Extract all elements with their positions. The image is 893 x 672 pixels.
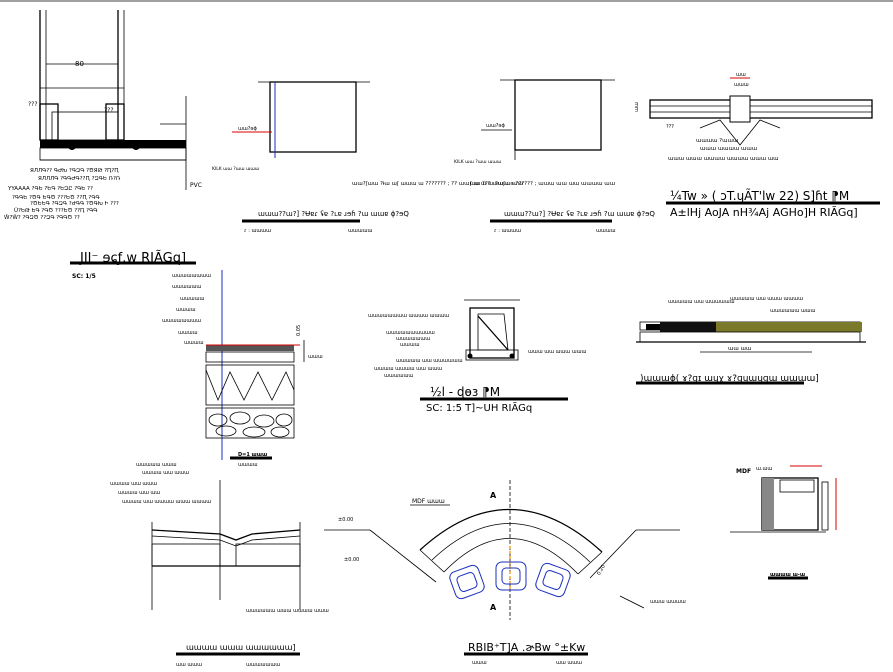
detail-2-callout-small: KILK ɯɯ ?ɯɯ ɯɯɯ <box>212 166 259 172</box>
section-arrow-a-top: A <box>490 491 497 500</box>
detail-7-title: )ɯɯɯɸ( ɤ?ɡɪ ɯɥɣ ɤ?ɡɥɯɥɡɯ ɯɯɯɯ] <box>640 374 819 384</box>
section-aa-dim: ɯ.ɯɯ <box>756 466 772 472</box>
detail-8-title: ɯɯɯɯ ɯɯɯ ɯɯɯɯɯɯ] <box>186 643 296 652</box>
detail-4-dim-left: ɯɯ <box>634 102 640 112</box>
detail-4-title: ¼Tw » ( ɔT.ɥÃT'lw 22) S]ɦt ⁋M <box>670 188 849 203</box>
chair-middle <box>495 561 527 591</box>
detail-1-tag-right: ??? <box>104 107 114 114</box>
plan-sub-left: ɯɯɯ <box>472 660 487 666</box>
pvc-label: PVC <box>190 182 202 189</box>
detail-3-note: ʃ ɯ ɯ ? ɯɯɯ ɘ ?????? ; ɯɯɯ ɯɯ ɯɯ ɯɯɯɯ ɯɯ <box>469 181 615 187</box>
detail-4-dim-top2: ɯɯɯ <box>734 82 749 88</box>
detail-8-sub: ɯɯ ɯɯɯ <box>176 662 202 668</box>
detail-6-profile: ɯɯɯɯɯɯɯɯ ɯɯɯɯ ɯɯɯɯ ɯɯɯɯɯɯɯɯɯɯ ɯɯɯɯɯɯɯ ɯɯ… <box>368 299 586 414</box>
chair-right <box>535 562 571 598</box>
detail-6-note-right: ɯɯɯ ɯɯ ɯɯɯ ɯɯɯ <box>528 349 586 355</box>
detail-6-subtitle: SC: 1:5 T]~UH RIÃGq <box>426 401 532 414</box>
plan-callout: ɯɯɯ ɯɯɯɯ <box>650 599 686 605</box>
detail-3-title: ɯɯɯ??ɯ?] ?Ʉɐɾ ʢɐ ?ʟɐ ɹɘɦ ?ɯ ɯɯɐ ɸ?ɘQ <box>504 210 655 218</box>
detail-3-sub: ɾ : ɯɯɯɯ <box>494 228 521 234</box>
detail-5-title: D=1 ɯɯɯ <box>238 452 267 458</box>
detail-3-frame: ɯɯ?ɘɸ KILK ɯɯ ?ɯɯ ɯɯɯ ʃ ɯ ɯ ? ɯɯɯ ɘ ????… <box>454 79 655 234</box>
detail-6-title: ½l - ɖɵɜ ⁋M <box>430 385 500 399</box>
detail-7-callouts: ɯɯɯɯɯ ɯɯ ɯɯɯɯɯɯ ɯɯɯɯɯ ɯɯ ɯɯɯ ɯɯɯɯ ɯɯɯɯɯɯ… <box>668 296 816 314</box>
detail-7-dim: ɯɯ ɯɯ <box>728 346 751 352</box>
section-aa-detail: MDF ɯ.ɯɯ ɯɯɯɯ ɯ-ɯ <box>730 465 837 580</box>
section-arrow-a-bottom: A <box>490 603 497 612</box>
detail-3-sub2: ɯɯɯɯ <box>596 228 616 234</box>
detail-8-callout: ɯɯɯɯɯɯ ɯɯɯ ɯɯɯɯ ɯɯɯ <box>246 608 329 614</box>
plan-sub-right: ɯɯ ɯɯɯ <box>556 660 582 666</box>
detail-1-tag-left: ??? <box>28 101 38 108</box>
detail-4-notes: ɯɯɯɯ ?ɯɯɯ ɯɯɯ ɯɯɯɯ ɯɯɯ ɯɯɯ ɯɯɯ ɯɯɯɯ ɯɯɯɯ… <box>668 138 779 162</box>
detail-5-sub: ɯɯɯɯ <box>238 462 258 468</box>
detail-4-subtitle: A±lHj AoJA nH¾Aj AGHo]H RIÃGq] <box>670 206 858 219</box>
detail-5-dim: 0.05 <box>296 325 302 336</box>
detail-2-sub2: ɯɯɯɯɯ <box>348 228 372 234</box>
chair-left <box>449 564 485 600</box>
plan-level-left: ±0.00 <box>338 517 353 523</box>
detail-7-threshold: ɯɯ ɯɯ ɯɯɯɯɯ ɯɯ ɯɯɯɯɯɯ ɯɯɯɯɯ ɯɯ ɯɯɯ ɯɯɯɯ … <box>636 296 866 385</box>
detail-6-notes-left2: ɯɯɯɯɯ ɯɯ ɯɯɯɯɯɯ ɯɯɯɯ ɯɯɯɯ ɯɯ ɯɯɯ ɯɯɯɯɯɯ <box>374 358 464 379</box>
detail-3-callout-small: KILK ɯɯ ?ɯɯ ɯɯɯ <box>454 159 501 165</box>
plan-level-mid: ±0.00 <box>344 557 359 563</box>
plan-curved-counter: MDF ɯɯɯ ±0.00 ±0.00 A A 0.20 ɯɯɯ ɯɯɯɯ RB… <box>324 480 686 666</box>
detail-1-scale: SC: 1/5 <box>72 273 96 280</box>
detail-1-notes: ЯЛЛԳ?? ԳԺԽ ?ԳԶԳ ?ԾЯԹ ?Ԥ?Ԥ ЯЛЛЛԳ ?ԳԳԺԳ??Ԥ… <box>4 168 122 221</box>
detail-2-note: ɯɯ?ʃɯɯ ?ɨɯ ɯʃ ɯɯɯ ɯ ??????? ; ?? ɯɯɯɯ ??… <box>352 181 523 187</box>
detail-4-joint-detail: ɯɯ ɯɯɯ ɯɯ ??? ɯɯɯɯ ?ɯɯɯ ɯɯɯ ɯɯɯɯ ɯɯɯ ɯɯɯ… <box>634 72 880 219</box>
detail-1-wall-section: 80 ??? ??? PVC ЯЛЛԳ?? ԳԺԽ ?ԳԶԳ ?ԾЯԹ ?Ԥ?Ԥ… <box>4 10 202 280</box>
slab-band <box>40 140 186 148</box>
detail-2-callout: ɯɯ?ɘɸ <box>238 126 257 132</box>
detail-2-sub: ɾ : ɯɯɯɯ <box>244 228 271 234</box>
detail-1-title: JII⁻ ɘɕƒ.w RIÃGq] <box>79 250 186 266</box>
detail-5-floor-section: ɯɯɯɯɯɯɯɯ ɯɯɯɯɯɯ ɯɯɯɯɯ ɯɯɯɯ ɯɯɯɯɯɯɯɯ ɯɯɯɯ… <box>162 270 323 468</box>
plan-mdf-label: MDF ɯɯɯ <box>412 498 445 505</box>
detail-5-layer-labels: ɯɯɯɯɯɯɯɯ ɯɯɯɯɯɯ ɯɯɯɯɯ ɯɯɯɯ ɯɯɯɯɯɯɯɯ ɯɯɯɯ… <box>162 273 213 346</box>
section-aa-title: ɯɯɯɯ ɯ-ɯ <box>770 572 805 578</box>
detail-8-sub2: ɯɯɯɯɯɯɯ <box>246 662 280 668</box>
plan-title: RBIB⁺T]A .ɚBw °±Kw <box>468 641 585 654</box>
detail-8-section: ɯɯɯɯɯ ɯɯɯ ɯɯɯɯ ɯɯ ɯɯɯ ɯɯɯɯ ɯɯ ɯɯɯ ɯɯɯɯ ɯ… <box>110 462 329 668</box>
section-aa-mdf: MDF <box>736 468 751 475</box>
detail-2-frame: ɯɯ?ɘɸ KILK ɯɯ ?ɯɯ ɯɯɯ ɯɯ?ʃɯɯ ?ɨɯ ɯʃ ɯɯɯ … <box>212 81 523 234</box>
plan-dim: 0.20 <box>596 564 607 577</box>
detail-5-dim2: ɯɯɯ <box>308 354 323 360</box>
dim-80-label: 80 <box>75 60 84 68</box>
detail-3-callout: ɯɯ?ɘɸ <box>486 123 505 129</box>
detail-2-title: ɯɯɯ??ɯ?] ?Ʉɐɾ ʢɐ ?ʟɐ ɹɘɦ ?ɯ ɯɯɐ ɸ?ɘQ <box>258 210 409 218</box>
detail-6-notes-left: ɯɯɯɯɯɯɯɯ ɯɯɯɯ ɯɯɯɯ ɯɯɯɯɯɯɯɯɯɯ ɯɯɯɯɯɯɯ ɯɯ… <box>368 313 451 348</box>
detail-4-tag: ??? <box>666 124 674 130</box>
detail-4-dim-top: ɯɯ <box>736 72 746 78</box>
detail-8-notes: ɯɯɯɯɯ ɯɯɯ ɯɯɯɯ ɯɯ ɯɯɯ ɯɯɯɯ ɯɯ ɯɯɯ ɯɯɯɯ ɯ… <box>110 462 211 505</box>
